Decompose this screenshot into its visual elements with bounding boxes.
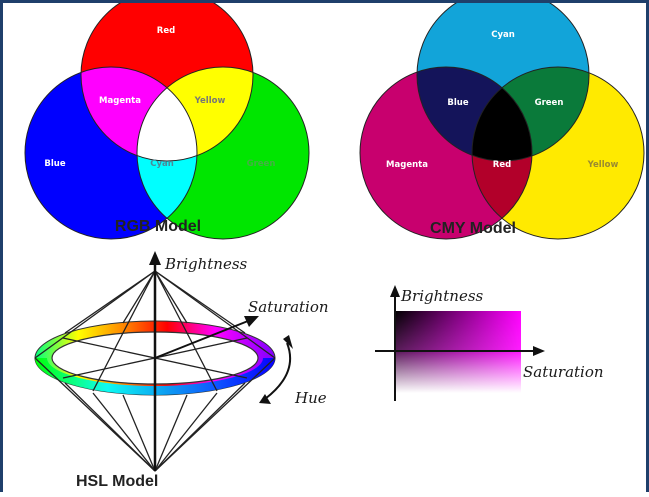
hsl-brightness-label: Brightness bbox=[164, 255, 248, 273]
rgb-white-region bbox=[137, 67, 197, 161]
hsl-saturation-label: Saturation bbox=[248, 298, 329, 316]
cmy-caption: CMY Model bbox=[430, 220, 516, 237]
rgb-label-yellow: Yellow bbox=[194, 96, 226, 106]
cmy-label-green: Green bbox=[535, 98, 564, 108]
color-models-figure: Red Magenta Yellow Blue Cyan Green RGB M… bbox=[24, 0, 645, 490]
panel-brightness-label: Brightness bbox=[400, 287, 484, 305]
brightness-saturation-panel bbox=[375, 285, 545, 401]
rgb-label-green: Green bbox=[247, 159, 276, 169]
rgb-venn-diagram: Red Magenta Yellow Blue Cyan Green bbox=[24, 0, 310, 240]
cmy-label-blue: Blue bbox=[447, 98, 468, 108]
cmy-venn-diagram: Cyan Blue Green Magenta Red Yellow bbox=[359, 0, 645, 240]
cmy-label-red: Red bbox=[493, 160, 511, 170]
rgb-caption: RGB Model bbox=[115, 218, 201, 235]
hsl-hue-label: Hue bbox=[294, 389, 327, 407]
rgb-label-red: Red bbox=[157, 26, 175, 36]
hsl-double-cone bbox=[34, 251, 293, 472]
panel-saturation-label: Saturation bbox=[523, 363, 604, 381]
cmy-label-magenta: Magenta bbox=[386, 160, 428, 170]
hsl-caption: HSL Model bbox=[76, 473, 158, 490]
cmy-black-region bbox=[472, 67, 532, 161]
cmy-label-yellow: Yellow bbox=[587, 160, 619, 170]
rgb-label-blue: Blue bbox=[44, 159, 65, 169]
rgb-label-cyan: Cyan bbox=[150, 159, 174, 169]
rgb-label-magenta: Magenta bbox=[99, 96, 141, 106]
cmy-label-cyan: Cyan bbox=[491, 30, 515, 40]
